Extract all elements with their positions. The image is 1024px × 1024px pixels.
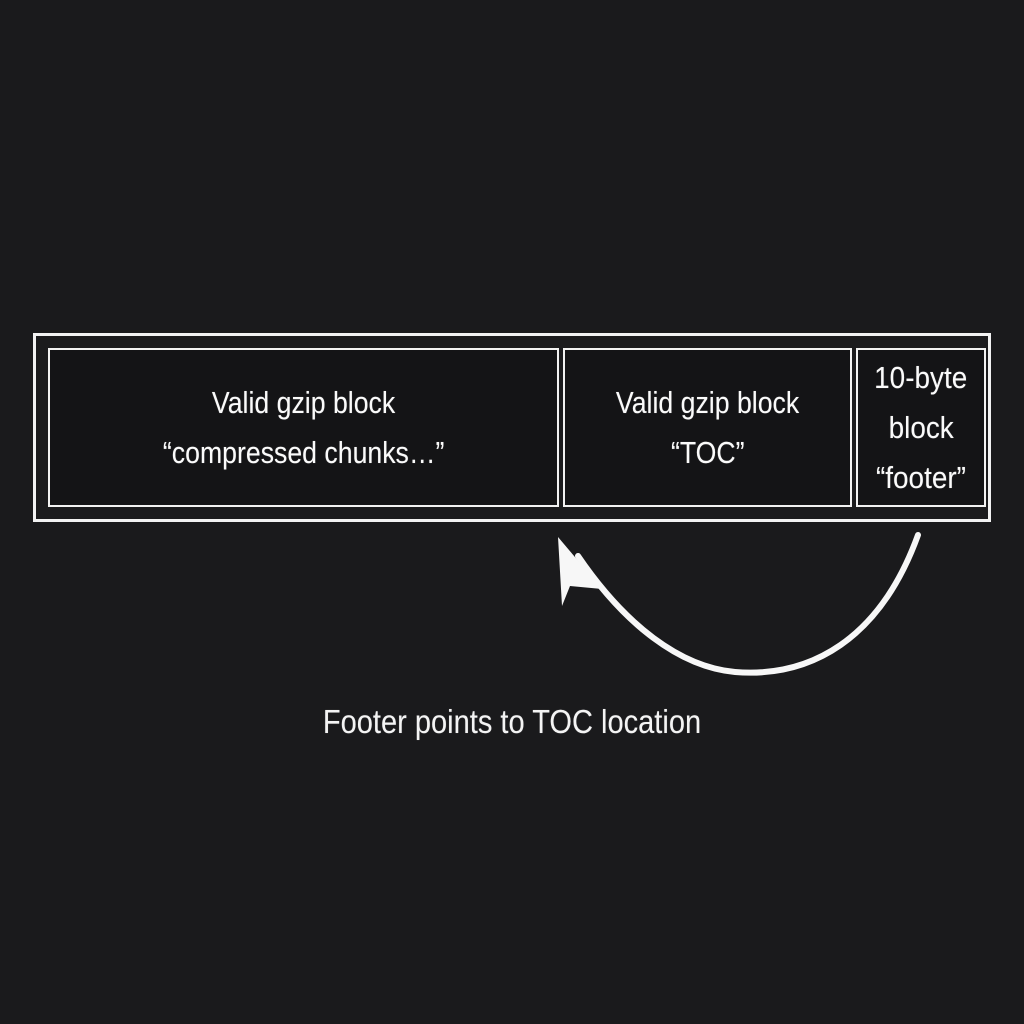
toc-block: Valid gzip block “TOC” <box>563 348 852 507</box>
block-label-line: “footer” <box>876 459 966 495</box>
gzip-stream-frame: Valid gzip block “compressed chunks…” Va… <box>33 333 991 522</box>
compressed-chunks-block: Valid gzip block “compressed chunks…” <box>48 348 559 507</box>
block-label-line: “compressed chunks…” <box>162 434 445 470</box>
footer-block: 10-byte block “footer” <box>856 348 986 507</box>
footer-to-toc-arrow-curve <box>575 532 921 676</box>
block-label-line: Valid gzip block <box>615 384 800 420</box>
block-label-line: “TOC” <box>670 434 745 470</box>
block-label-line: 10-byte <box>874 359 968 395</box>
gzip-stream-row: Valid gzip block “compressed chunks…” Va… <box>48 348 986 507</box>
block-label-line: Valid gzip block <box>211 384 396 420</box>
block-label-line: block <box>888 409 954 445</box>
footer-to-toc-arrowhead <box>558 537 602 606</box>
arrow-caption: Footer points to TOC location <box>322 703 702 740</box>
